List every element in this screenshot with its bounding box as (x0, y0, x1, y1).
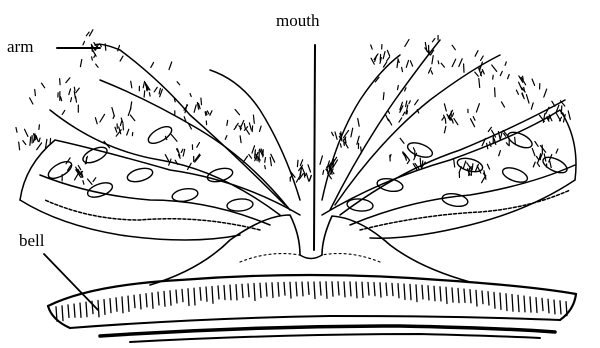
mouth-leader-line (314, 45, 315, 250)
right-arms (322, 40, 576, 238)
mouth-label: mouth (276, 12, 319, 29)
bell-leader-line (44, 254, 98, 310)
arm-frills (16, 30, 570, 185)
arm-label: arm (7, 38, 33, 55)
bell-shape (48, 275, 576, 342)
bell-label: bell (19, 232, 45, 249)
